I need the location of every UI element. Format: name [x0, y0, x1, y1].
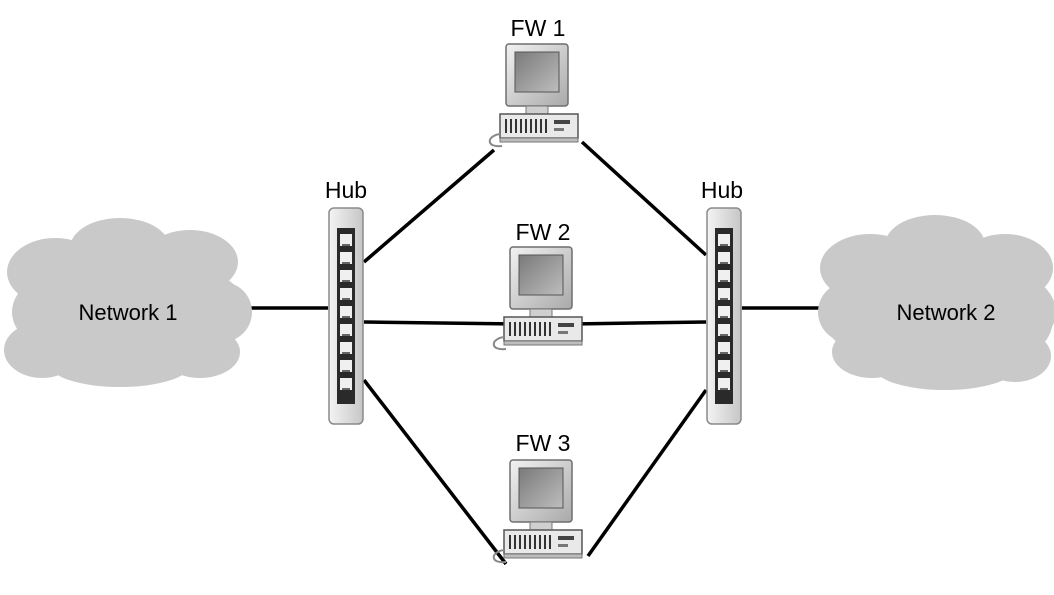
- fw-2-computer: [492, 246, 583, 351]
- hub-right-label: Hub: [701, 177, 743, 203]
- link-fw2-hub: [571, 320, 707, 326]
- hub-left-icon: [328, 207, 364, 425]
- network-2-label: Network 2: [896, 300, 995, 325]
- computer-icon: [492, 459, 583, 564]
- link-hub-fw3: [362, 378, 508, 566]
- network-1-label: Network 1: [78, 300, 177, 325]
- fw-1-computer: [488, 43, 579, 148]
- network-1-cloud: [4, 218, 252, 387]
- fw-1-label: FW 1: [511, 15, 566, 41]
- link-hub-fw2: [363, 320, 523, 326]
- fw-2-label: FW 2: [516, 219, 571, 245]
- connections: [248, 140, 822, 566]
- link-fw3-hub: [586, 388, 708, 558]
- link-hub-fw1: [362, 148, 496, 264]
- hub-right: [706, 207, 742, 425]
- hub-left-label: Hub: [325, 177, 367, 203]
- hub-right-icon: [706, 207, 742, 425]
- network-2-cloud: [818, 215, 1054, 390]
- computer-icon: [492, 246, 583, 351]
- link-fw1-hub: [580, 140, 708, 257]
- hub-left: [328, 207, 364, 425]
- fw-3-label: FW 3: [516, 430, 571, 456]
- fw-3-computer: [492, 459, 583, 564]
- computer-icon: [488, 43, 579, 148]
